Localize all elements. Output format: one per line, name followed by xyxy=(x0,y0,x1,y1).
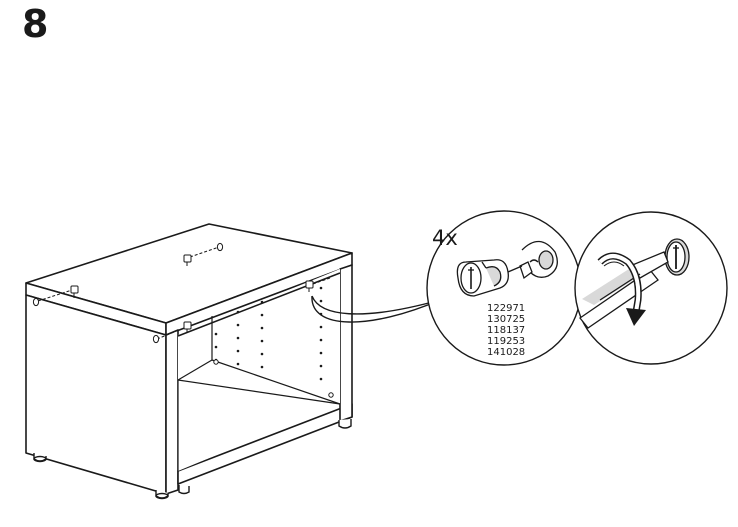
part-number-3: 118137 xyxy=(487,325,525,336)
cam-stud-icon xyxy=(32,242,331,344)
cam-lock-installed xyxy=(664,238,690,276)
quantity-label: 4x xyxy=(432,226,458,250)
cam-lock-icon xyxy=(456,259,509,297)
detail-circle-parts: 4x 122971 130725 118137 119253 141028 xyxy=(426,210,582,366)
part-number-5: 141028 xyxy=(487,347,525,358)
part-number-1: 122971 xyxy=(487,303,525,314)
part-number-4: 119253 xyxy=(487,336,525,347)
rotate-clockwise-arrow-icon xyxy=(597,252,646,326)
cabinet-frame-icon xyxy=(25,223,353,495)
cam-bolt xyxy=(507,240,558,280)
detail-circle-tightening xyxy=(574,211,728,365)
detail-pointer-line xyxy=(311,295,441,323)
cabinet-feet xyxy=(33,419,352,500)
shelf-holes xyxy=(213,286,334,398)
part-number-2: 130725 xyxy=(487,314,525,325)
step-number: 8 xyxy=(22,2,49,46)
